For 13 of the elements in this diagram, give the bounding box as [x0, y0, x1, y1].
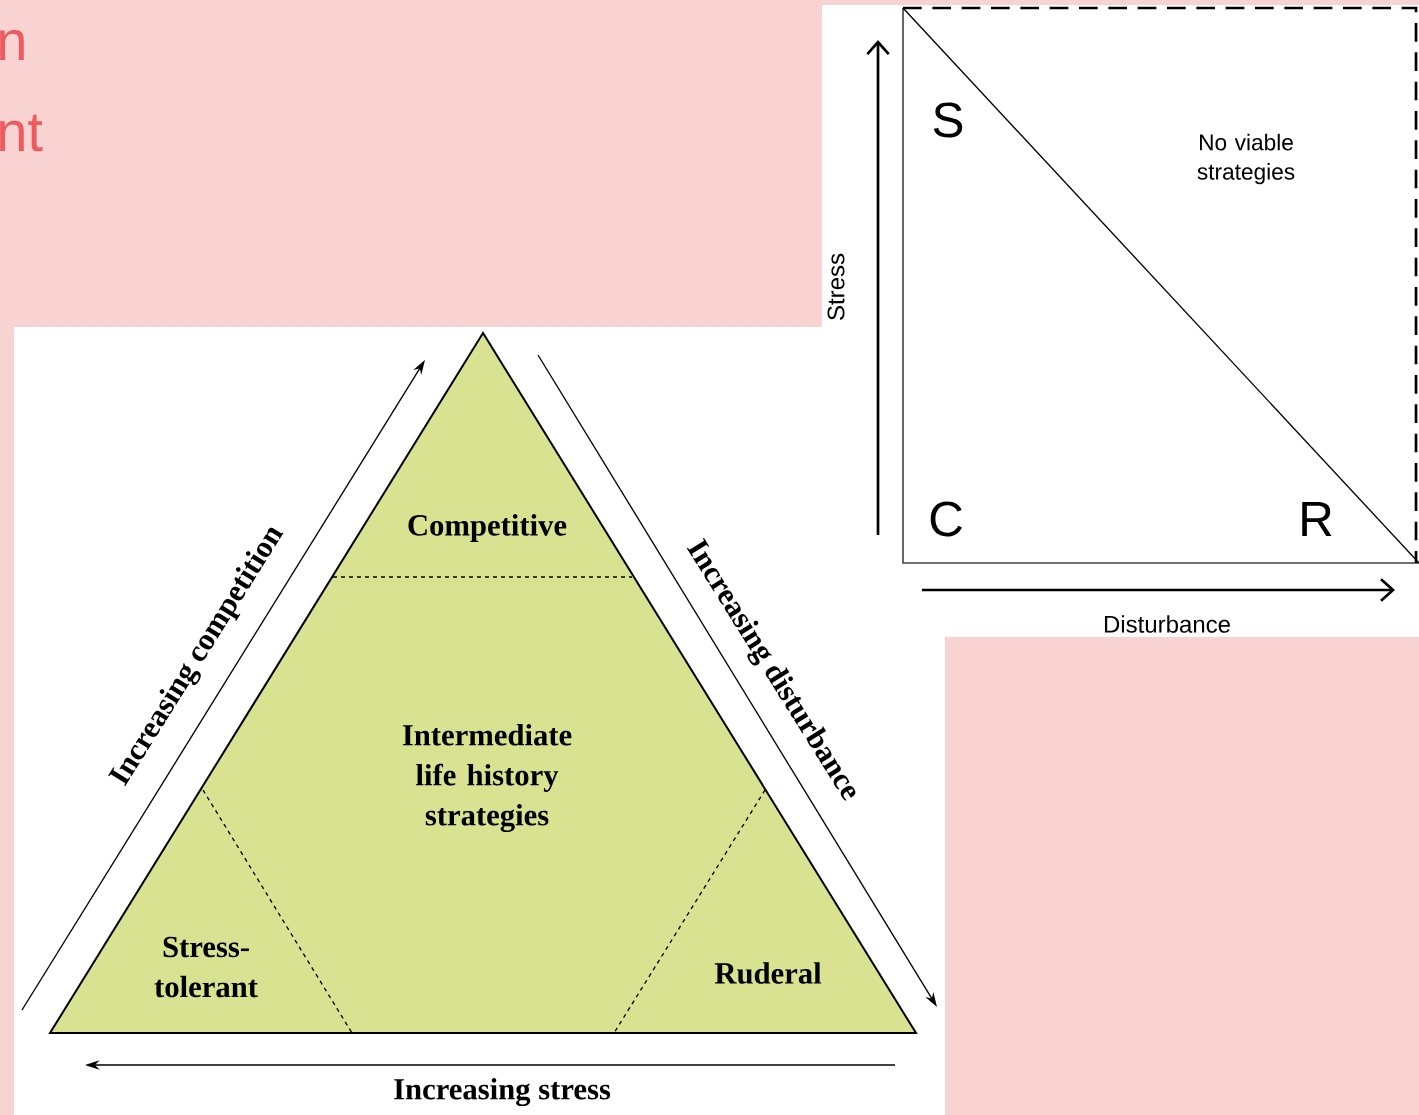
axis-label: Disturbance — [1104, 615, 1230, 633]
region-label: Intermediate life history strategies — [402, 724, 572, 833]
region-label: Competitive — [408, 514, 567, 542]
region-text: No viable strategies — [1197, 133, 1295, 185]
region-label: Ruderal — [714, 962, 822, 984]
corner-letter: C — [930, 501, 962, 537]
heading-text: nt — [0, 114, 43, 152]
corner-letter: R — [1302, 502, 1332, 536]
axis-label: Stress — [827, 253, 845, 320]
region-label: Stress- tolerant — [154, 936, 258, 998]
heading-text: n — [0, 29, 24, 61]
axis-label: Increasing stress — [394, 1078, 611, 1107]
corner-letter: S — [933, 102, 963, 138]
